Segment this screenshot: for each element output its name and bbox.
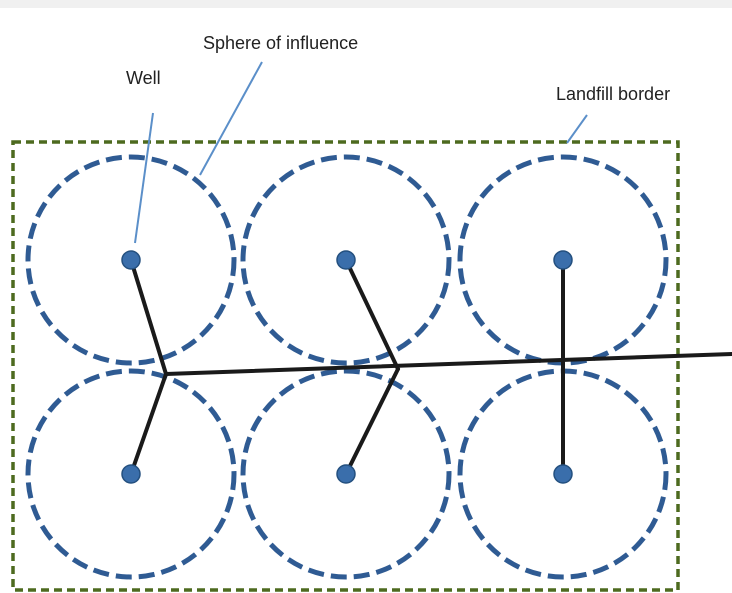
well-3 <box>553 250 573 270</box>
well-6 <box>553 464 573 484</box>
leader-lines <box>134 61 588 244</box>
main-header-pipe <box>164 352 732 376</box>
sphere-of-influence-1 <box>25 154 237 366</box>
sphere-of-influence-label: Sphere of influence <box>203 33 358 53</box>
landfill-border <box>11 140 680 592</box>
well-label: Well <box>126 68 161 88</box>
well-2 <box>336 250 356 270</box>
lateral-pipe-1 <box>129 258 168 376</box>
collection-pipes <box>129 258 732 476</box>
sphere-leader-line <box>199 61 263 176</box>
lateral-pipe-5 <box>344 367 400 476</box>
well-1 <box>121 250 141 270</box>
spheres-of-influence <box>25 154 669 580</box>
well-leader-line <box>134 112 154 244</box>
top-shade <box>0 0 732 8</box>
sphere-of-influence-5 <box>240 368 452 580</box>
border-leader-line <box>566 114 588 144</box>
lateral-pipe-2 <box>344 258 400 371</box>
sphere-of-influence-2 <box>240 154 452 366</box>
well-4 <box>121 464 141 484</box>
landfill-border-label: Landfill border <box>556 84 670 104</box>
well-5 <box>336 464 356 484</box>
wells <box>121 250 573 484</box>
sphere-of-influence-4 <box>25 368 237 580</box>
lateral-pipe-4 <box>129 372 168 476</box>
